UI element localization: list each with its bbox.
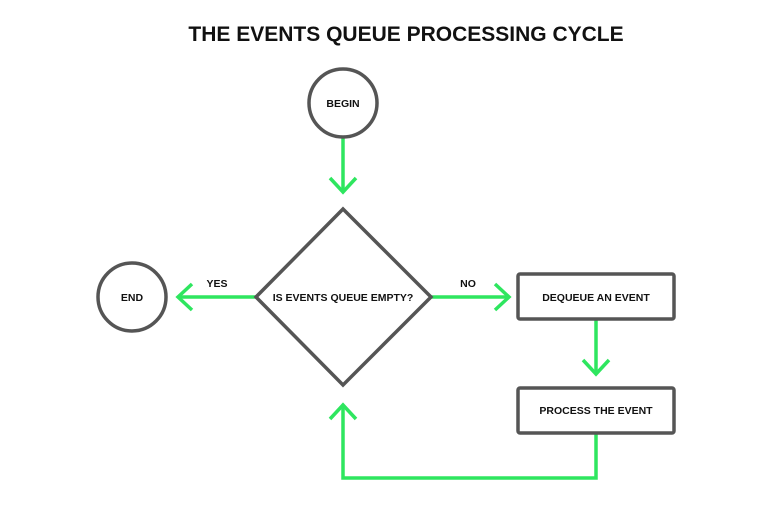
edge-label-yes: YES [206,278,227,290]
node-begin-label: BEGIN [326,98,359,110]
edge-dequeue-to-process [581,319,611,377]
edge-decision-to-dequeue [431,282,512,312]
node-dequeue: DEQUEUE AN EVENT [516,272,676,321]
edge-decision-to-end [175,282,256,312]
node-end: END [96,261,168,333]
diagram-title: THE EVENTS QUEUE PROCESSING CYCLE [188,23,623,46]
node-decision: IS EVENTS QUEUE EMPTY? [253,206,434,388]
edge-process-to-decision [328,402,598,480]
node-dequeue-label: DEQUEUE AN EVENT [542,292,650,304]
node-end-label: END [121,292,144,304]
node-process-label: PROCESS THE EVENT [539,405,653,417]
edge-label-no: NO [460,278,476,290]
edge-begin-to-decision [328,137,358,195]
node-decision-label: IS EVENTS QUEUE EMPTY? [273,292,414,304]
node-begin: BEGIN [307,67,379,139]
node-process: PROCESS THE EVENT [516,386,676,435]
